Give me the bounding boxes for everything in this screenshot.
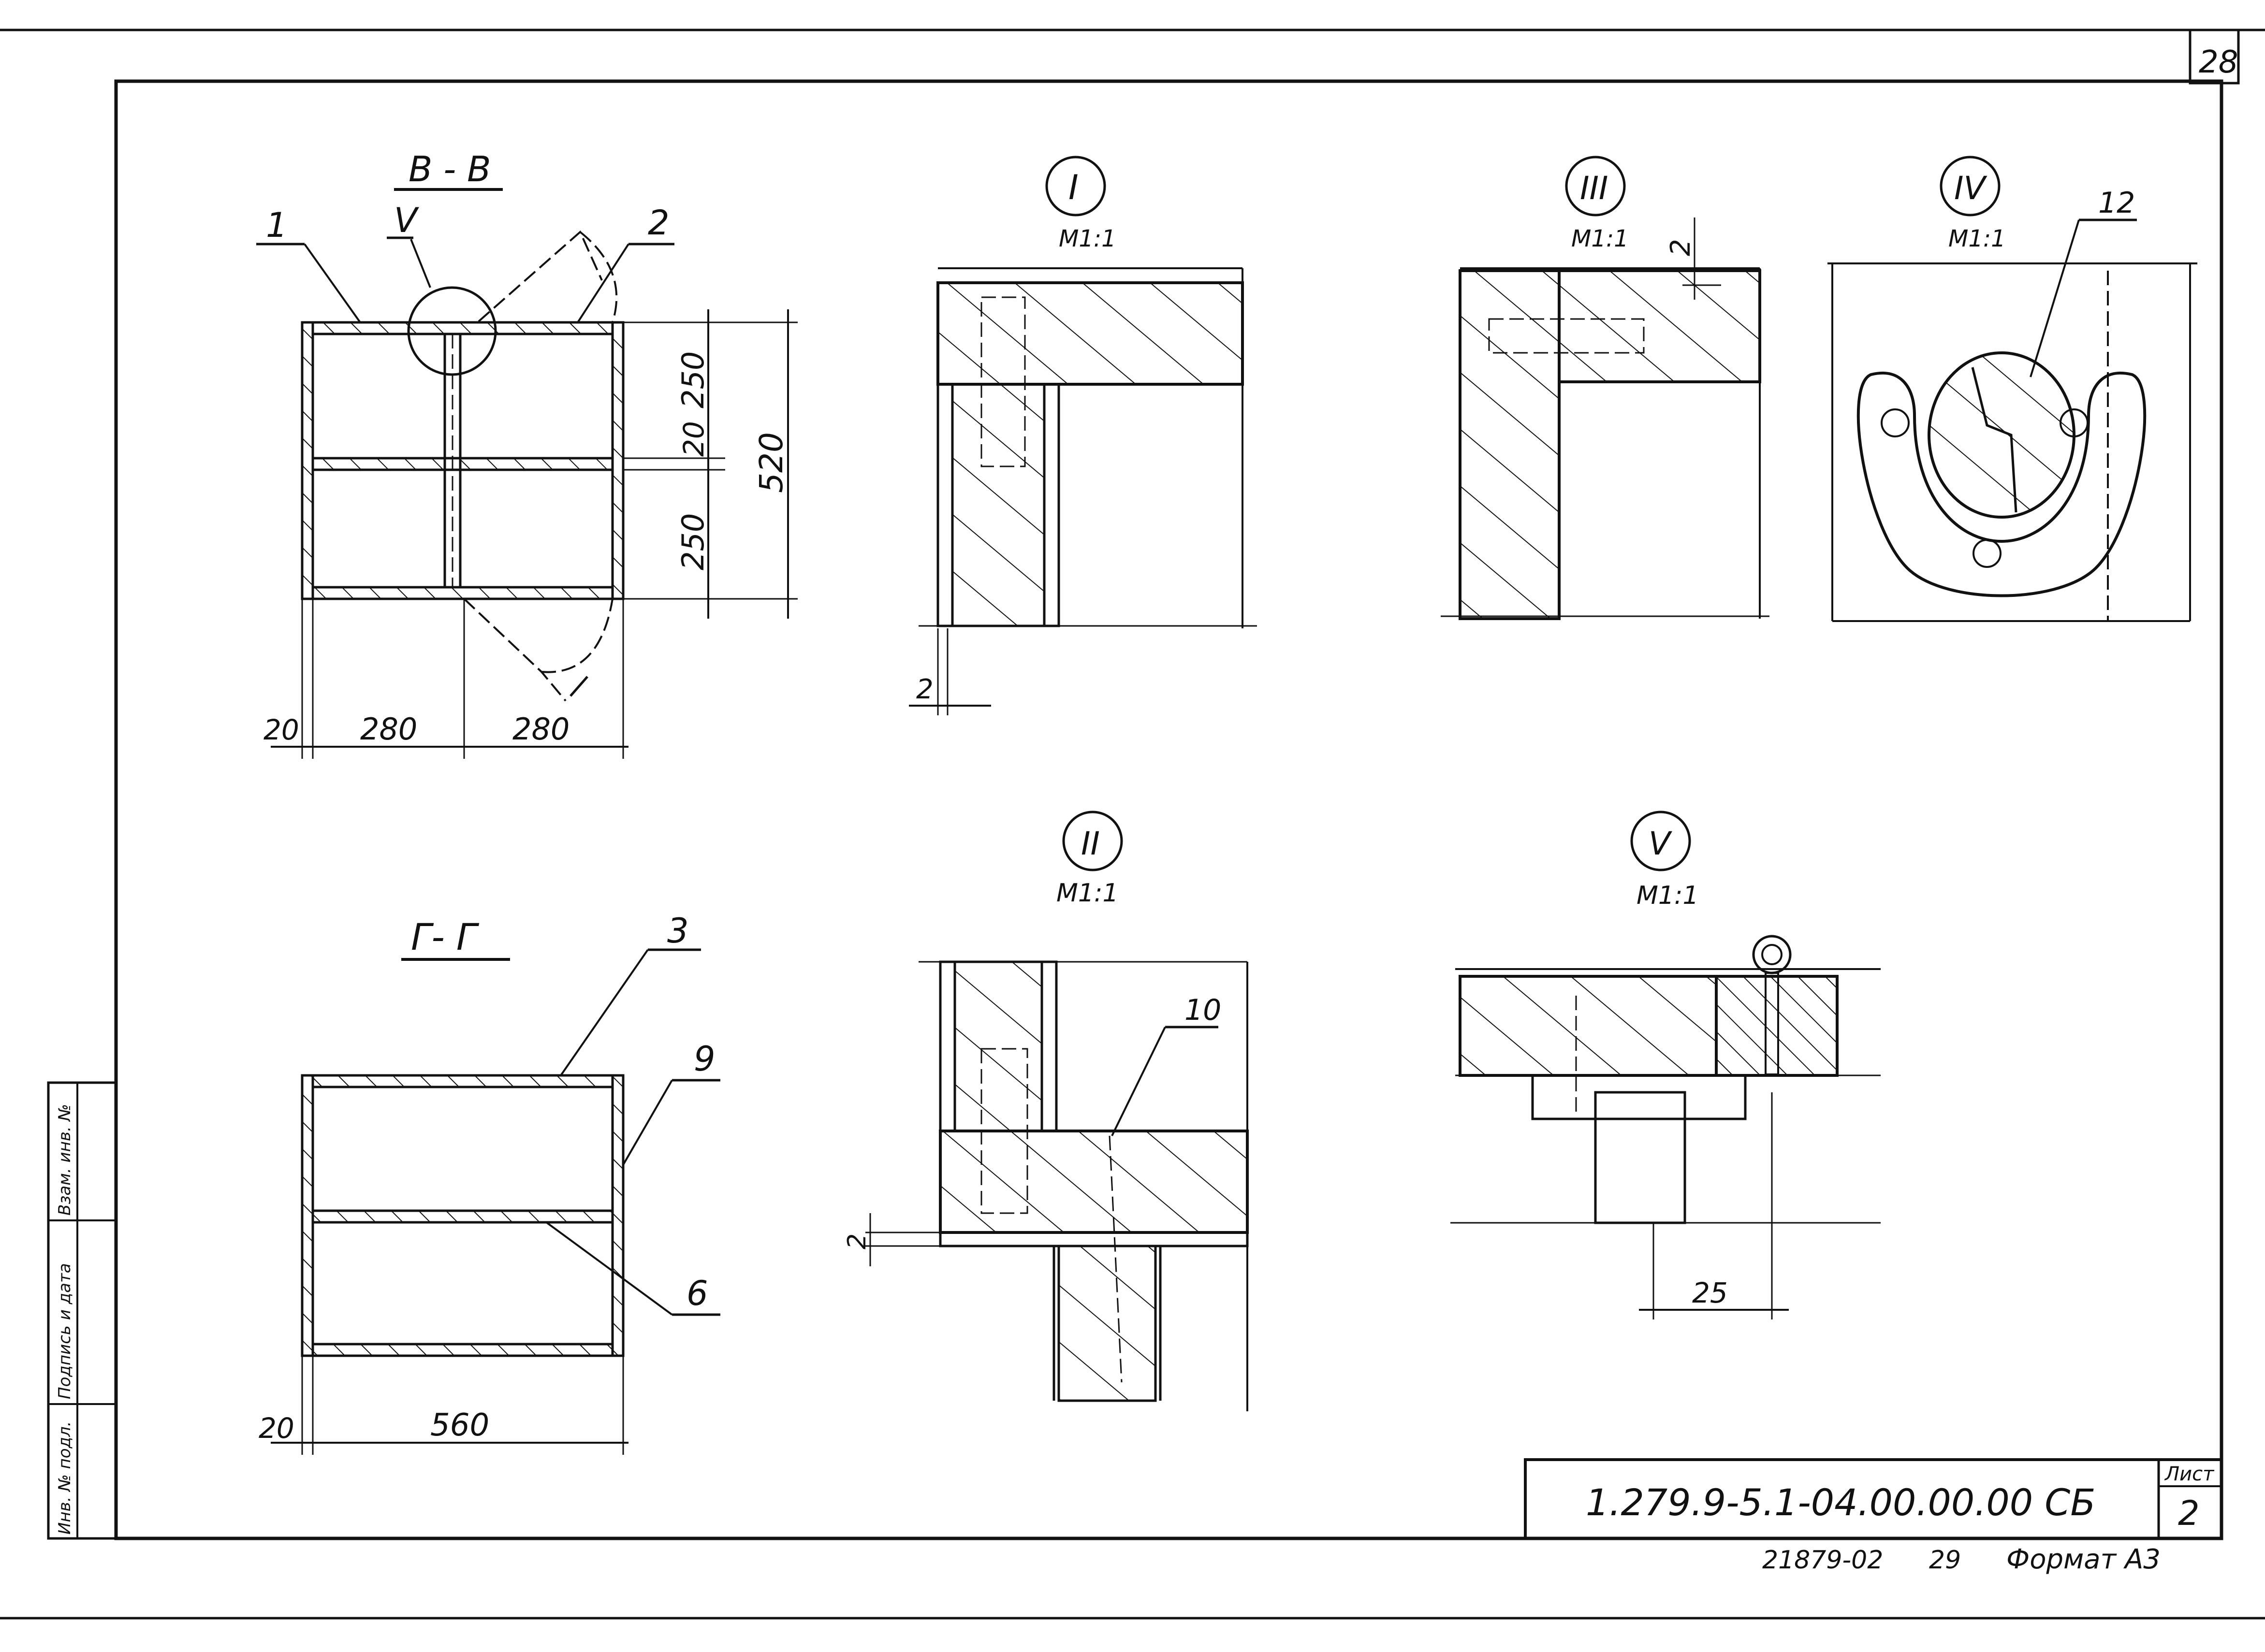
detail-view-4: IV М1:1 12 (1827, 156, 2197, 622)
detail-dim-2: 2 (843, 1233, 872, 1249)
dim-bottom-shelf: 250 (675, 513, 711, 570)
dim-left-offset-bb: 20 (263, 713, 299, 746)
stamp-inv-podl: Инв. № подл. (55, 1421, 74, 1535)
detail-dim-1: 2 (916, 674, 934, 705)
stamp-vzam-inv: Взам. инв. № (55, 1104, 74, 1216)
detail-label-4: IV (1954, 170, 1987, 207)
dim-overall-height: 520 (753, 432, 790, 493)
dim-left-width-bb: 280 (360, 711, 417, 747)
footer-page: 29 (1929, 1546, 1961, 1575)
detail-view-1: I М1:1 2 (909, 156, 1257, 715)
sheet-number: 2 (2178, 1493, 2200, 1533)
dim-left-offset-gg: 20 (259, 1412, 294, 1445)
detail-view-2: II М1:1 10 2 (843, 811, 1249, 1411)
detail-ref-v: V (394, 201, 419, 240)
detail-dim-3: 2 (1665, 239, 1696, 256)
detail-scale-1: М1:1 (1059, 225, 1116, 252)
callout-3: 3 (667, 911, 689, 951)
drawing-designation: 1.279.9-5.1-04.00.00.00 СБ (1586, 1481, 2095, 1524)
detail-dim-5: 25 (1692, 1276, 1728, 1309)
side-stamp: Инв. № подл. Подпись и дата Взам. инв. № (47, 1081, 117, 1540)
dim-width-gg: 560 (430, 1407, 489, 1443)
detail-scale-2: М1:1 (1056, 879, 1119, 908)
page-number: 28 (2199, 44, 2238, 80)
dim-gap: 20 (677, 421, 710, 457)
section-view-gg: Г- Г 3 9 6 20 560 (259, 911, 720, 1455)
detail-scale-4: М1:1 (1948, 225, 2006, 252)
callout-1: 1 (266, 205, 288, 245)
detail-callout-12: 12 (2098, 186, 2135, 220)
detail-label-3: III (1580, 170, 1608, 207)
detail-scale-3: М1:1 (1571, 225, 1629, 252)
detail-scale-5: М1:1 (1637, 881, 1699, 910)
callout-9: 9 (694, 1039, 716, 1079)
callout-2: 2 (648, 203, 670, 243)
callout-6: 6 (687, 1274, 708, 1313)
title-block: 1.279.9-5.1-04.00.00.00 СБ Лист 2 (1524, 1458, 2223, 1540)
stamp-podpis-data: Подпись и дата (55, 1263, 74, 1399)
detail-view-5: V М1:1 25 (1450, 811, 1881, 1319)
detail-callout-10: 10 (1184, 993, 1221, 1027)
view-title-bb: В - В (409, 149, 491, 189)
footer-code: 21879-02 (1762, 1546, 1883, 1575)
section-view-bb: В - В V 1 2 250 20 250 (256, 149, 798, 759)
detail-view-3: III М1:1 2 (1441, 156, 1769, 620)
view-title-gg: Г- Г (411, 915, 480, 958)
dim-top-shelf: 250 (675, 351, 711, 408)
sheet-frame (0, 29, 2265, 1620)
sheet-label: Лист (2164, 1463, 2215, 1485)
detail-label-5: V (1649, 825, 1672, 862)
detail-label-1: I (1068, 168, 1079, 207)
footer: 21879-02 29 Формат А3 (1762, 1544, 2161, 1575)
footer-format: Формат А3 (2006, 1544, 2161, 1575)
detail-label-2: II (1081, 825, 1100, 862)
dim-right-width-bb: 280 (512, 711, 570, 747)
